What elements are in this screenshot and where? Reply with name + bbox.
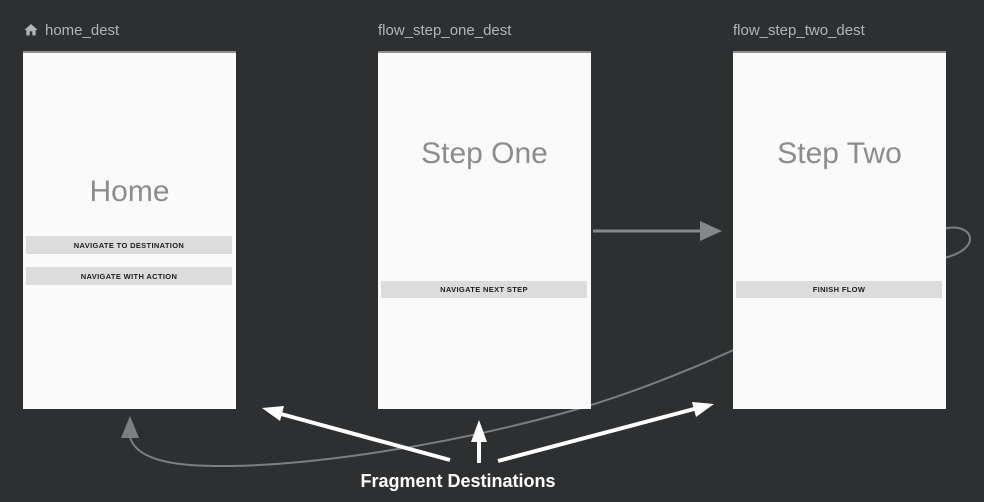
destination-home-label: home_dest <box>45 21 120 39</box>
destination-home-header: home_dest <box>23 19 236 41</box>
preview-title-home: Home <box>89 175 170 208</box>
annotation-caption: Fragment Destinations <box>360 471 556 491</box>
annotation-arrow-to-step-two <box>497 402 714 463</box>
destination-step-two-label: flow_step_two_dest <box>733 21 865 39</box>
annotation-arrow-to-home <box>262 406 451 462</box>
destination-step-one-label: flow_step_one_dest <box>378 21 512 39</box>
preview-button-finish-flow: FINISH FLOW <box>736 281 942 298</box>
destination-flow-step-two[interactable]: flow_step_two_dest Step Two FINISH FLOW <box>733 19 946 409</box>
preview-button-navigate-next-step: NAVIGATE NEXT STEP <box>381 281 587 298</box>
fragment-preview-home[interactable]: Home NAVIGATE TO DESTINATION NAVIGATE WI… <box>23 51 236 409</box>
action-arrow-step-one-to-step-two[interactable] <box>593 221 722 241</box>
home-icon <box>24 24 38 36</box>
preview-button-navigate-with-action: NAVIGATE WITH ACTION <box>26 267 232 285</box>
fragment-preview-step-one[interactable]: Step One NAVIGATE NEXT STEP <box>378 51 591 409</box>
preview-button-navigate-to-destination: NAVIGATE TO DESTINATION <box>26 236 232 254</box>
annotation-arrow-to-step-one <box>471 420 487 463</box>
destination-home[interactable]: home_dest Home NAVIGATE TO DESTINATION N… <box>23 19 236 409</box>
preview-title-step-one: Step One <box>421 137 548 170</box>
fragment-preview-step-two[interactable]: Step Two FINISH FLOW <box>733 51 946 409</box>
destination-flow-step-one[interactable]: flow_step_one_dest Step One NAVIGATE NEX… <box>378 19 591 409</box>
preview-title-step-two: Step Two <box>777 137 902 170</box>
destination-step-one-header: flow_step_one_dest <box>378 19 591 41</box>
destination-step-two-header: flow_step_two_dest <box>733 19 946 41</box>
